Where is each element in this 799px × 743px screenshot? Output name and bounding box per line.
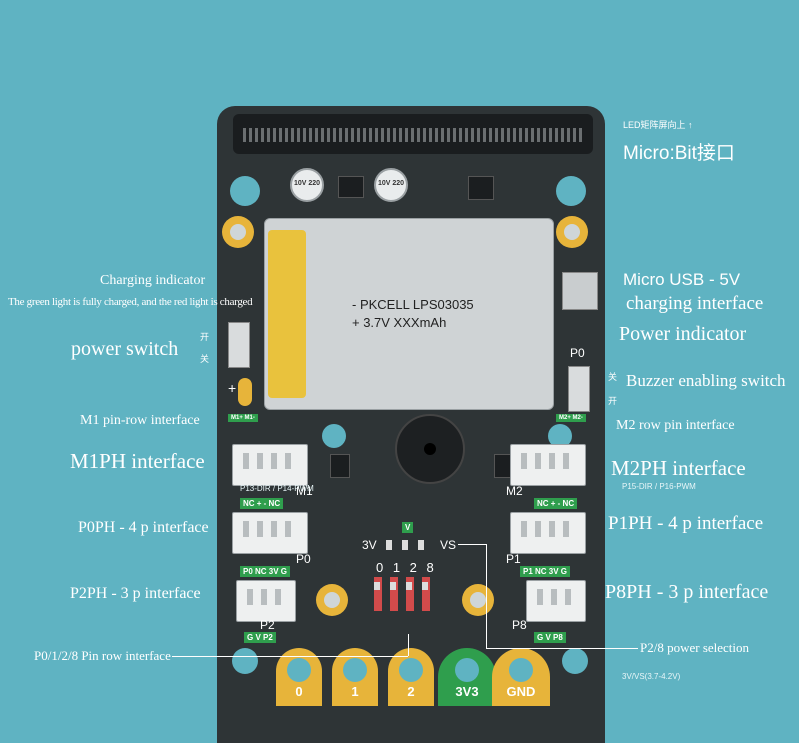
regulator-chip xyxy=(338,176,364,198)
capacitor-right-label: 10V 220 xyxy=(377,180,405,187)
label-p1ph: P1PH - 4 p interface xyxy=(608,513,764,534)
power-switch-off: 关 xyxy=(200,354,210,364)
buzzer xyxy=(395,414,465,484)
silk-plus: + xyxy=(228,380,237,396)
silk-p0: P0 xyxy=(296,552,311,566)
p8ph-connector[interactable] xyxy=(526,580,586,622)
leader-power-sel-h xyxy=(458,544,486,545)
silk-m1: M1 xyxy=(296,484,313,498)
silk-p2: P2 xyxy=(260,618,275,632)
battery-tab xyxy=(268,230,306,398)
battery-label: - PKCELL LPS03035 + 3.7V XXXmAh xyxy=(352,296,474,332)
tag-m2-nc: NC + - NC xyxy=(534,498,578,509)
battery-line-2: + 3.7V XXXmAh xyxy=(352,315,447,330)
pin-row-pins xyxy=(374,582,438,590)
edge-pad-1[interactable] xyxy=(332,648,378,706)
edge-label-gnd: GND xyxy=(506,684,536,699)
label-micro-usb: Micro USB - 5V xyxy=(623,270,741,289)
silk-p1: P1 xyxy=(506,552,521,566)
p2ph-connector[interactable] xyxy=(236,580,296,622)
mount-hole-mid-left xyxy=(322,424,346,448)
tag-p8: G V P8 xyxy=(534,632,566,643)
capacitor-left-label: 10V 220 xyxy=(293,180,321,187)
edge-label-0: 0 xyxy=(295,684,303,699)
leader-pin-row-v xyxy=(408,634,409,656)
label-charging-interface: charging interface xyxy=(626,293,764,314)
gold-ring-center-left xyxy=(316,584,348,616)
tag-m1-nc: NC + - NC xyxy=(240,498,284,509)
silk-p8: P8 xyxy=(512,618,527,632)
micro-usb-port[interactable] xyxy=(562,272,598,310)
leader-power-sel-v xyxy=(486,544,487,648)
capacitor-left xyxy=(290,168,324,202)
label-p2ph: P2PH - 3 p interface xyxy=(70,585,201,602)
leader-pin-row xyxy=(172,656,408,657)
label-microbit: Micro:Bit接口 xyxy=(623,143,735,164)
label-m1ph: M1PH interface xyxy=(70,449,205,473)
m2ph-connector[interactable] xyxy=(510,444,586,486)
label-power-sel: P2/8 power selection xyxy=(640,640,750,655)
label-power-indicator: Power indicator xyxy=(619,323,747,345)
label-m2-pin-row: M2 row pin interface xyxy=(616,418,735,433)
silk-sel-vs: VS xyxy=(440,538,457,552)
edge-label-1: 1 xyxy=(351,684,359,699)
power-switch-toggle[interactable] xyxy=(228,322,250,368)
label-led-note: LED矩阵屏向上 ↑ xyxy=(623,120,693,130)
label-m1ph-sub: P13-DIR / P14-PWM xyxy=(240,484,314,493)
tag-p2: G V P2 xyxy=(244,632,276,643)
label-pin-row: P0/1/2/8 Pin row interface xyxy=(34,648,171,663)
edge-pad-0[interactable] xyxy=(276,648,322,706)
label-m1-pin-row: M1 pin-row interface xyxy=(80,413,200,428)
buzzer-switch-off: 开 xyxy=(608,396,618,406)
edge-label-2: 2 xyxy=(407,684,415,699)
label-buzzer-switch: Buzzer enabling switch xyxy=(626,371,786,390)
edge-pad-3v3[interactable] xyxy=(438,648,496,706)
power-select-jumper[interactable] xyxy=(386,540,432,550)
capacitor-right xyxy=(374,168,408,202)
gold-ring-center-right xyxy=(462,584,494,616)
driver-ic xyxy=(330,454,350,478)
tag-m2-pins: M2+ M2- xyxy=(556,414,586,422)
silk-m2: M2 xyxy=(506,484,523,498)
gold-ring-left xyxy=(222,216,254,248)
mount-hole-bottom-left xyxy=(232,648,258,674)
tag-p1: P1 NC 3V G xyxy=(520,566,571,577)
mount-hole-top-right xyxy=(556,176,586,206)
tag-m1-pins: M1+ M1- xyxy=(228,414,258,422)
tag-p0: P0 NC 3V G xyxy=(240,566,291,577)
label-p8ph: P8PH - 3 p interface xyxy=(605,581,769,603)
buzzer-switch-on: 关 xyxy=(608,372,618,382)
gold-ring-right xyxy=(556,216,588,248)
label-charging-indicator: Charging indicator xyxy=(100,273,206,288)
leader-power-sel xyxy=(486,648,638,649)
edge-pad-gnd[interactable] xyxy=(492,648,550,706)
label-p0ph: P0PH - 4 p interface xyxy=(78,519,209,536)
buzzer-switch-toggle[interactable] xyxy=(568,366,590,412)
edge-label-3v3: 3V3 xyxy=(455,684,479,699)
label-m2ph-sub: P15-DIR / P16-PWM xyxy=(622,482,696,491)
m1ph-connector[interactable] xyxy=(232,444,308,486)
p1ph-connector[interactable] xyxy=(510,512,586,554)
slot-contacts xyxy=(243,128,583,142)
silk-pins-0128: 0 1 2 8 xyxy=(376,560,437,575)
lipo-battery xyxy=(264,218,554,410)
label-charging-desc: The green light is fully charged, and th… xyxy=(8,296,253,308)
battery-connector xyxy=(238,378,252,406)
charge-ic xyxy=(468,176,494,200)
label-m2ph: M2PH interface xyxy=(611,456,746,480)
tag-sel-v: V xyxy=(402,522,414,533)
label-power-sel-sub: 3V/VS(3.7-4.2V) xyxy=(622,672,681,681)
mount-hole-bottom-right xyxy=(562,648,588,674)
power-switch-on: 开 xyxy=(200,332,210,342)
edge-pad-2[interactable] xyxy=(388,648,434,706)
label-power-switch: power switch xyxy=(71,338,179,360)
silk-sel-3v: 3V xyxy=(362,538,377,552)
silk-p0-top: P0 xyxy=(570,346,585,360)
p0ph-connector[interactable] xyxy=(232,512,308,554)
mount-hole-top-left xyxy=(230,176,260,206)
battery-line-1: - PKCELL LPS03035 xyxy=(352,297,474,312)
